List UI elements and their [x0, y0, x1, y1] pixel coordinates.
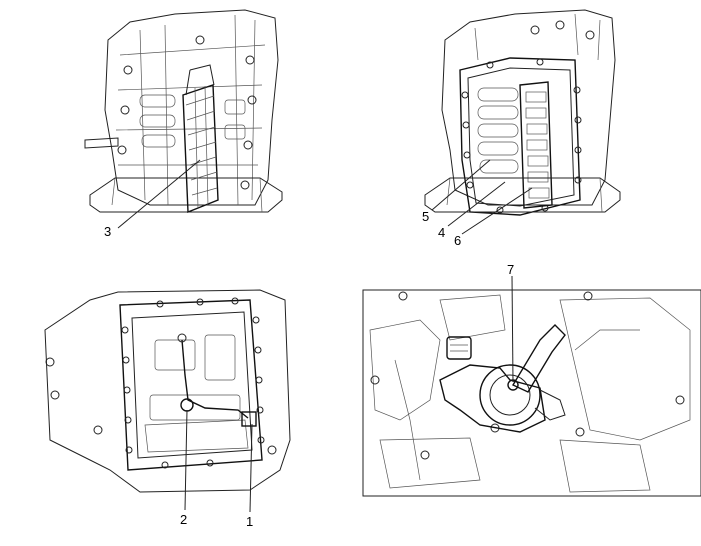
callout-label-2: 2	[180, 512, 187, 527]
callout-leader-4	[447, 181, 506, 227]
callout-label-6: 6	[454, 233, 461, 248]
callout-leader-1	[249, 423, 253, 513]
callout-label-3: 3	[104, 224, 111, 239]
callout-label-4: 4	[438, 225, 445, 240]
callout-leader-2	[184, 409, 188, 511]
panel-top-right-valve-body: 5 4 6	[422, 9, 621, 248]
callout-label-5: 5	[422, 209, 429, 224]
callout-label-7: 7	[507, 262, 514, 277]
callout-label-1: 1	[246, 514, 253, 529]
detail-view-frame	[362, 289, 701, 497]
callout-leader-3	[117, 159, 201, 229]
callout-leader-6	[461, 187, 533, 235]
callout-leader-7	[511, 275, 514, 383]
panel-top-left-transmission: 3	[84, 9, 283, 239]
panel-bottom-left-case: 2 1	[44, 289, 291, 529]
panel-bottom-right-inhibitor-switch: 7	[362, 262, 701, 497]
callout-leader-5	[431, 159, 491, 211]
